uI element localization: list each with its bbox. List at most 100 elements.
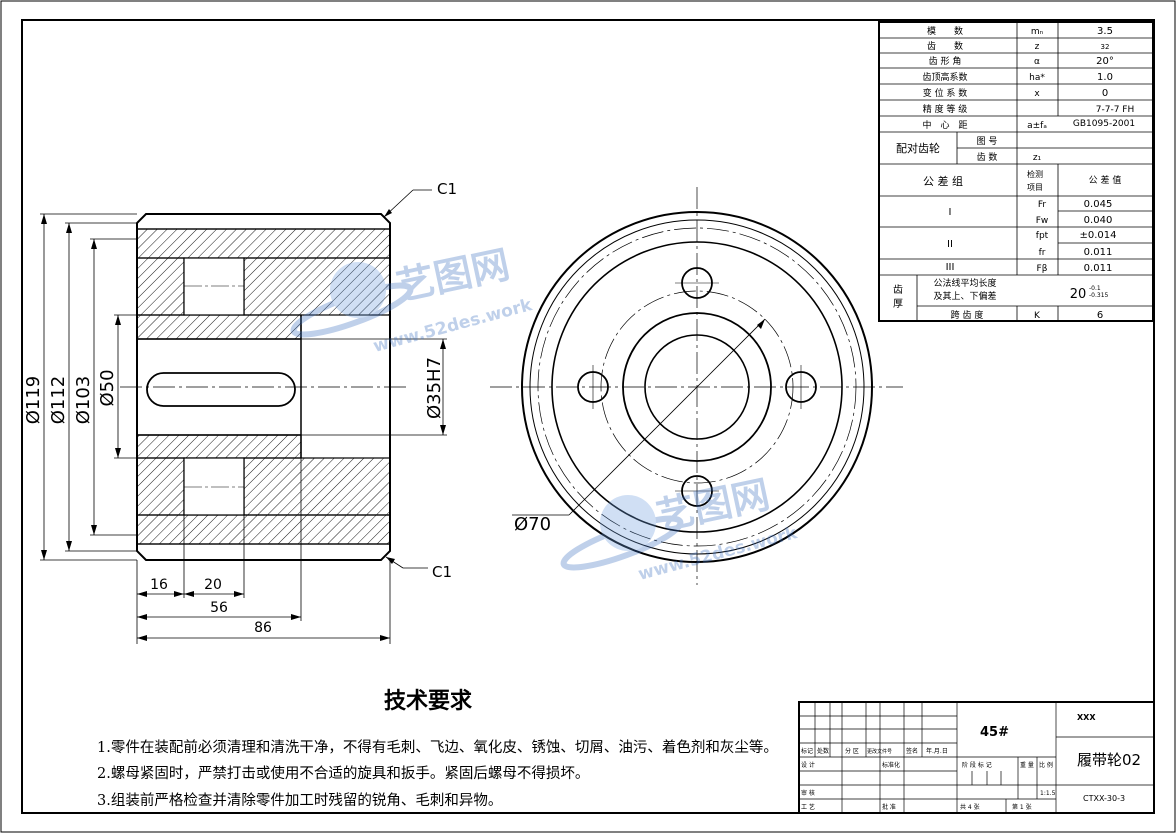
tb-company: XXX [1077,713,1096,722]
technical-requirements: 技术要求 1.零件在装配前必须清理和清洗干净，不得有毛刺、飞边、氧化皮、锈蚀、切… [97,688,778,809]
dim-16: 16 [150,577,168,593]
param-name-0: 模 数 [927,25,963,37]
tol-val-1-1: 0.011 [1084,247,1113,258]
arrowhead-d70 [757,319,765,329]
param-name-6: 中 心 距 [922,119,967,131]
param-name-1: 齿 数 [927,40,963,52]
section-view [120,213,408,561]
param-value-3: 1.0 [1097,72,1113,83]
mating-row-symbol-1: z₁ [1033,153,1042,163]
tb-sign: 签名 [906,747,918,755]
tb-change: 更改文件号 [867,748,892,755]
tol-sym-1-1: fr [1039,248,1046,258]
span-symbol: K [1034,311,1041,321]
tolerance-item-label-2: 项目 [1027,183,1043,192]
param-name-2: 齿 形 角 [929,55,962,67]
tb-count: 处数 [817,747,829,755]
tb-standard: 标准化 [882,761,900,769]
dim-86: 86 [254,620,272,636]
tb-zone: 分 区 [845,747,859,755]
chamfer-c1-top: C1 [437,180,457,198]
tol-val-1-0: ±0.014 [1079,230,1116,241]
tol-sym-0-0: Fr [1038,200,1047,210]
span-value: 6 [1097,310,1103,321]
param-symbol-6: a±fₐ [1027,121,1047,131]
param-name-4: 变 位 系 数 [923,87,968,99]
tb-date: 年.月.日 [926,747,948,755]
chamfer-c1-bottom: C1 [432,563,452,581]
tooth-desc-2: 及其上、下偏差 [933,290,996,302]
tol-val-0-1: 0.040 [1084,215,1113,226]
tech-item-3: 3.组装前严格检查并清除零件加工时残留的锐角、毛刺和异物。 [97,792,502,809]
param-symbol-1: z [1035,42,1040,52]
front-view [490,187,903,585]
dim-d35h7: Ø35H7 [424,357,445,419]
param-symbol-0: mₙ [1031,27,1044,37]
tb-scale: 1:1.5 [1040,790,1056,797]
param-value-5: 7-7-7 FH [1096,105,1134,115]
tb-part-name: 履带轮02 [1077,751,1141,769]
tb-weight: 重 量 [1020,761,1034,769]
param-value-4: 0 [1102,88,1108,99]
dim-d70: Ø70 [514,514,551,535]
tol-val-2-0: 0.011 [1084,263,1113,274]
tooth-desc-1: 公法线平均长度 [933,277,996,289]
param-value-6: GB1095-2001 [1073,119,1135,129]
param-value-2: 20° [1096,56,1114,67]
tol-group-1: II [947,239,953,250]
section-dimensions [40,189,447,644]
param-value-0: 3.5 [1097,26,1113,37]
tech-item-2: 2.螺母紧固时，严禁打击或使用不合适的旋具和扳手。紧固后螺母不得损坏。 [97,765,589,782]
dim-d112: Ø112 [48,376,69,425]
param-value-1: 32 [1101,43,1110,51]
tol-sym-0-1: Fw [1036,216,1049,226]
span-label: 跨 齿 度 [951,309,984,321]
mating-row-name-0: 图 号 [977,136,998,147]
tol-sym-1-0: fpt [1036,231,1049,241]
tol-val-0-0: 0.045 [1084,199,1113,210]
tooth-dev-lower: -0.315 [1089,292,1109,299]
dim-d50: Ø50 [97,369,118,406]
title-block: 标记 处数 分 区 更改文件号 签名 年.月.日 设 计 标准化 阶 段 标 记… [798,701,1155,814]
tech-title: 技术要求 [384,688,472,714]
param-name-3: 齿顶高系数 [922,71,967,83]
tb-stage: 阶 段 标 记 [962,761,992,769]
tol-group-0: I [949,207,952,218]
param-symbol-2: α [1034,57,1040,67]
arrowheads [41,209,446,641]
tech-item-1: 1.零件在装配前必须清理和清洗干净，不得有毛刺、飞边、氧化皮、锈蚀、切屑、油污、… [97,738,778,756]
tb-mark: 标记 [801,747,813,755]
tb-approve: 批 准 [882,803,896,811]
tb-sheet: 第 1 张 [1012,803,1032,811]
tolerance-value-label: 公 差 值 [1089,174,1122,186]
dim-d119: Ø119 [23,376,44,425]
dimension-labels: Ø119 Ø112 Ø103 Ø50 Ø35H7 16 20 56 86 C1 … [23,180,457,636]
tolerance-item-label-1: 检测 [1027,169,1043,179]
tolerance-label: 公 差 组 [923,174,963,188]
tb-material: 45# [980,725,1009,740]
watermark-brand-top: 艺图网 [393,242,514,309]
tb-drawing-no: CTXX-30-3 [1083,794,1125,803]
tol-group-2: III [946,262,955,273]
tol-sym-2-0: Fβ [1037,264,1048,274]
param-symbol-4: x [1034,89,1040,99]
mating-gear-label: 配对齿轮 [896,141,940,155]
gear-parameter-table: 模 数 mₙ 3.5 齿 数 z 32 齿 形 角 α 20° 齿顶高系数 ha… [878,21,1154,322]
tb-sheets: 共 4 张 [960,803,980,811]
param-symbol-3: ha* [1029,73,1045,83]
dim-56: 56 [210,600,228,616]
dim-20: 20 [204,577,222,593]
param-name-5: 精 度 等 级 [923,103,968,115]
tb-review: 审 核 [801,789,815,797]
tooth-thickness-label-1: 齿 [893,284,903,296]
tooth-dev-upper: -0.1 [1089,285,1101,292]
tb-design: 设 计 [801,761,815,769]
tooth-value: 20 [1070,287,1087,302]
tb-ratio: 比 例 [1039,761,1053,769]
dim-d103: Ø103 [73,376,94,425]
tooth-thickness-label-2: 厚 [893,298,903,310]
watermark-brand-bottom: 艺图网 [653,472,774,539]
inner-frame [21,19,1155,814]
